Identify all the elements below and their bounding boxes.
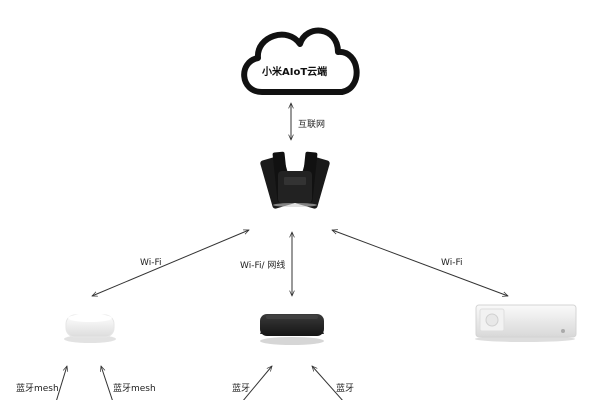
gateway-icon [260, 314, 324, 345]
link-center-bt-a [241, 366, 272, 403]
link-router-right [332, 230, 508, 296]
link-center-bt-b [312, 366, 345, 403]
link-left-mesh-b [101, 366, 114, 403]
label-wifi-right: Wi-Fi [441, 258, 463, 268]
label-bt-a: 蓝牙 [232, 384, 251, 394]
router-icon [260, 151, 330, 209]
link-router-left [92, 230, 249, 296]
label-wifi-cable: Wi-Fi/ 网线 [240, 261, 286, 271]
hub-icon [64, 314, 116, 343]
label-bt-mesh-b: 蓝牙mesh [113, 384, 156, 394]
panel-device-icon [475, 304, 577, 342]
link-left-mesh-a [55, 366, 67, 403]
label-wifi-left: Wi-Fi [140, 258, 162, 268]
label-internet: 互联网 [298, 120, 326, 130]
cloud-icon [241, 27, 360, 95]
label-bt-mesh-a: 蓝牙mesh [16, 384, 59, 394]
cloud-label: 小米AIoT云端 [262, 67, 328, 78]
label-bt-b: 蓝牙 [336, 384, 355, 394]
